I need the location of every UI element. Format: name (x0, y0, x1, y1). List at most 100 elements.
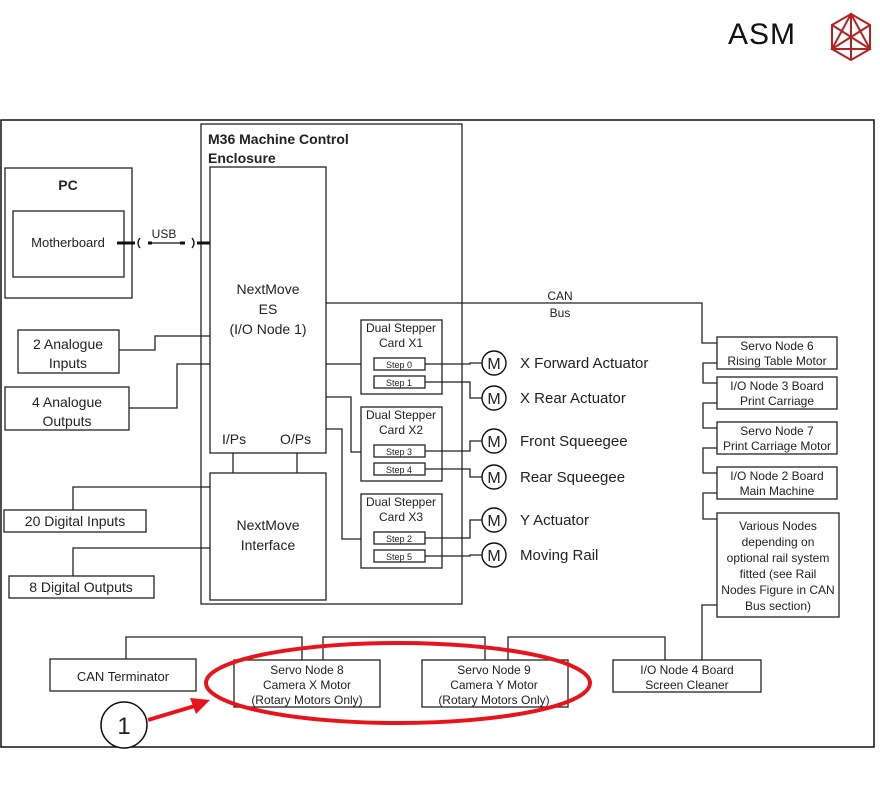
motor-symbol: M (487, 470, 500, 487)
various-nodes-line: optional rail system (727, 551, 830, 565)
analogue-inputs-line1: 2 Analogue (33, 336, 103, 352)
motor-icon (481, 385, 507, 411)
motor-label: Rear Squeegee (520, 469, 625, 486)
io-node-4-box (612, 659, 762, 693)
stepper-card-title: Dual Stepper (366, 321, 436, 335)
digital-inputs-box (3, 509, 147, 533)
step-channel-label: Step 3 (386, 447, 412, 457)
various-nodes-box (716, 512, 840, 618)
can-node-label: I/O Node 3 Board (730, 379, 823, 393)
servo-node-9-line3: (Rotary Motors Only) (438, 693, 549, 707)
digital-outputs-label: 8 Digital Outputs (29, 579, 133, 595)
can-node-box (716, 421, 838, 455)
can-node-label: Print Carriage (740, 394, 814, 408)
motor-icon (481, 350, 507, 376)
nextmove-es-line3: (I/O Node 1) (229, 321, 306, 337)
pc-title: PC (58, 177, 77, 193)
analogue-outputs-box (4, 386, 130, 431)
can-node-label: Print Carriage Motor (723, 439, 831, 453)
asm-logo: ASM (728, 12, 878, 62)
can-node-box (716, 376, 838, 410)
step-channel-label: Step 5 (386, 552, 412, 562)
io-node-4-line1: I/O Node 4 Board (640, 663, 733, 677)
motor-icon (481, 428, 507, 454)
can-terminator-label: CAN Terminator (77, 669, 170, 684)
analogue-inputs-box (17, 329, 120, 374)
motor-icon (481, 464, 507, 490)
motor-label: Front Squeegee (520, 433, 628, 450)
can-node-box (716, 466, 838, 500)
io-node-4-line2: Screen Cleaner (645, 678, 728, 692)
motor-label: Moving Rail (520, 547, 598, 564)
nextmove-es-line1: NextMove (236, 281, 299, 297)
callout-arrow-shaft (147, 703, 199, 722)
analogue-outputs-line1: 4 Analogue (32, 394, 102, 410)
nextmove-interface-line1: NextMove (236, 517, 299, 533)
analogue-inputs-line2: Inputs (49, 355, 87, 371)
step-channel-label: Step 0 (386, 360, 412, 370)
motherboard-label: Motherboard (31, 235, 105, 250)
diagram-frame (0, 119, 875, 748)
motor-symbol: M (487, 434, 500, 451)
servo-node-9-line1: Servo Node 9 (457, 663, 531, 677)
stepper-card-title: Dual Stepper (366, 408, 436, 422)
callout-arrow-head (190, 698, 210, 714)
step-channel-label: Step 2 (386, 534, 412, 544)
motor-symbol: M (487, 356, 500, 373)
motor-label: X Forward Actuator (520, 355, 648, 372)
various-nodes-line: Bus section) (745, 599, 811, 613)
can-terminator-box (49, 658, 197, 692)
various-nodes-line: fitted (see Rail (740, 567, 817, 581)
motor-symbol: M (487, 391, 500, 408)
highlight-ellipse (204, 641, 592, 725)
various-nodes-line: Various Nodes (739, 519, 817, 533)
stepper-card-title: Card X3 (379, 510, 423, 524)
step-channel-label: Step 1 (386, 378, 412, 388)
servo-node-8-line3: (Rotary Motors Only) (251, 693, 362, 707)
nextmove-interface-box (209, 472, 327, 601)
motor-label: X Rear Actuator (520, 390, 626, 407)
usb-connector (117, 237, 210, 249)
various-nodes-line: Nodes Figure in CAN (721, 583, 834, 597)
motor-icon (481, 507, 507, 533)
servo-node-8-line2: Camera X Motor (263, 678, 351, 692)
enclosure-title-line1: M36 Machine Control (208, 131, 349, 147)
can-node-label: Servo Node 6 (740, 339, 814, 353)
nextmove-es-line2: ES (259, 301, 278, 317)
can-node-label: Rising Table Motor (727, 354, 826, 368)
stepper-card-title: Dual Stepper (366, 495, 436, 509)
servo-node-9-line2: Camera Y Motor (450, 678, 538, 692)
callout-number: 1 (117, 713, 130, 740)
various-nodes-line: depending on (742, 535, 815, 549)
ops-label: O/Ps (280, 431, 311, 447)
can-bus-label-line2: Bus (550, 306, 571, 320)
servo-node-8-line1: Servo Node 8 (270, 663, 344, 677)
servo-node-8-box (233, 659, 381, 708)
can-node-label: I/O Node 2 Board (730, 469, 823, 483)
enclosure-title-line2: Enclosure (208, 150, 276, 166)
motor-symbol: M (487, 513, 500, 530)
analogue-outputs-line2: Outputs (42, 413, 91, 429)
motor-symbol: M (487, 548, 500, 565)
digital-outputs-box (8, 575, 155, 599)
can-node-label: Servo Node 7 (740, 424, 814, 438)
usb-label: USB (152, 227, 177, 241)
nextmove-interface-line2: Interface (241, 537, 296, 553)
can-node-label: Main Machine (740, 484, 815, 498)
step-channel-label: Step 4 (386, 465, 412, 475)
asm-geodesic-logo-icon (830, 12, 872, 62)
servo-node-9-box (421, 659, 569, 708)
ips-label: I/Ps (222, 431, 246, 447)
motherboard-box (12, 210, 125, 278)
can-bus-label-line1: CAN (547, 289, 572, 303)
digital-inputs-label: 20 Digital Inputs (25, 513, 125, 529)
motor-icon (481, 542, 507, 568)
logo-text: ASM (728, 18, 797, 51)
nextmove-es-box (209, 166, 327, 454)
callout-number-circle (100, 701, 148, 749)
motor-label: Y Actuator (520, 512, 589, 529)
stepper-card-title: Card X1 (379, 336, 423, 350)
